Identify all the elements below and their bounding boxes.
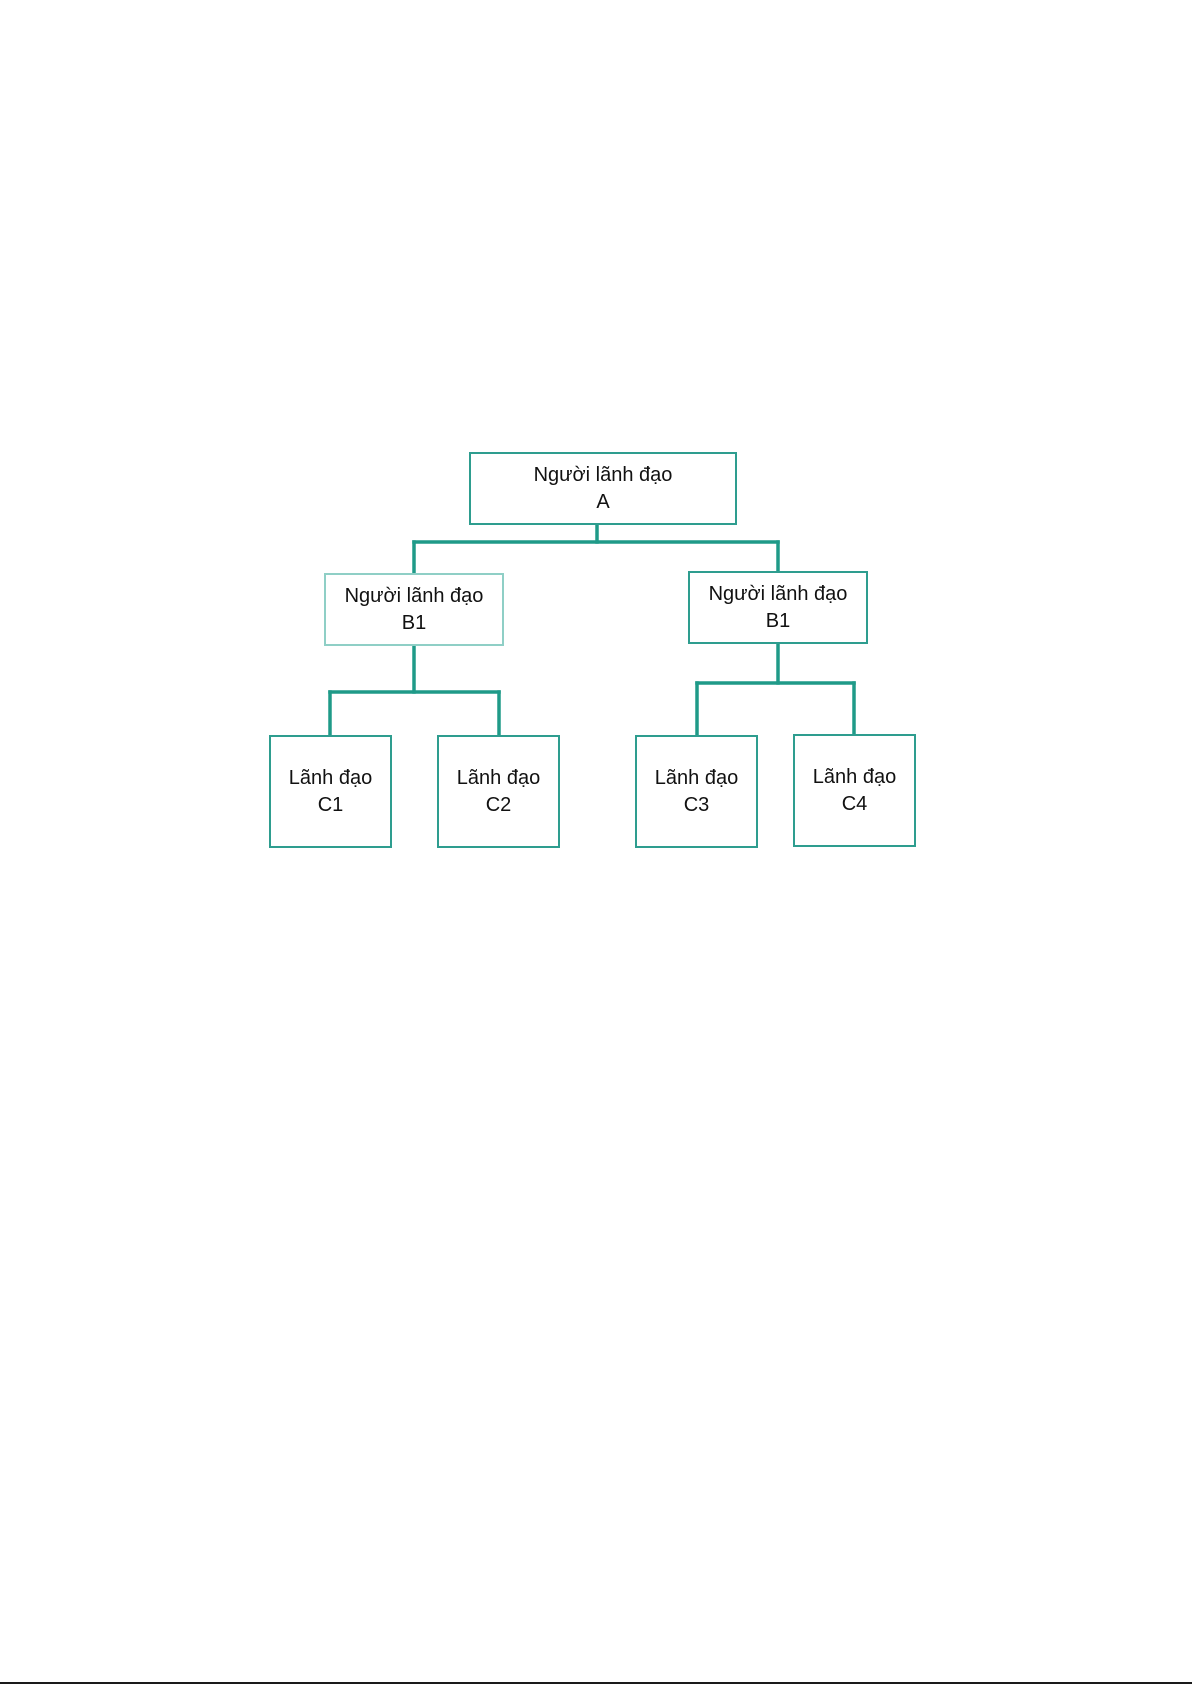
- node-c4-title: Lãnh đạo: [813, 764, 896, 791]
- page-bottom-rule: [0, 1682, 1192, 1684]
- node-c2-code: C2: [486, 792, 512, 819]
- node-c1-title: Lãnh đạo: [289, 765, 372, 792]
- node-b1-left-title: Người lãnh đạo: [345, 583, 484, 610]
- node-leader-a: Người lãnh đạo A: [469, 452, 737, 525]
- node-b1-left-code: B1: [402, 610, 426, 637]
- node-leader-c2: Lãnh đạo C2: [437, 735, 560, 848]
- node-a-code: A: [596, 489, 609, 516]
- node-c2-title: Lãnh đạo: [457, 765, 540, 792]
- node-leader-c1: Lãnh đạo C1: [269, 735, 392, 848]
- node-a-title: Người lãnh đạo: [534, 462, 673, 489]
- node-leader-b1-left: Người lãnh đạo B1: [324, 573, 504, 646]
- node-c4-code: C4: [842, 791, 868, 818]
- node-b1-right-title: Người lãnh đạo: [709, 581, 848, 608]
- node-leader-c3: Lãnh đạo C3: [635, 735, 758, 848]
- node-leader-b1-right: Người lãnh đạo B1: [688, 571, 868, 644]
- node-c3-title: Lãnh đạo: [655, 765, 738, 792]
- node-b1-right-code: B1: [766, 608, 790, 635]
- node-c1-code: C1: [318, 792, 344, 819]
- node-leader-c4: Lãnh đạo C4: [793, 734, 916, 847]
- node-c3-code: C3: [684, 792, 710, 819]
